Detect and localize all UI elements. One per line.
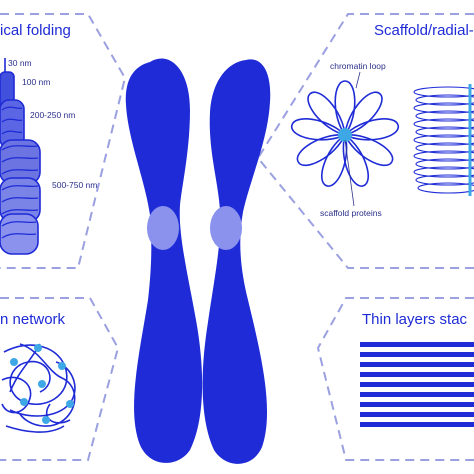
label-pointers (344, 71, 361, 207)
size-label-200nm: 200-250 nm (30, 110, 76, 120)
network-node (38, 380, 46, 388)
chromatin-loop-label: chromatin loop (330, 61, 386, 71)
petal (291, 118, 347, 141)
petal (342, 133, 369, 187)
petal (321, 133, 348, 187)
border-bottom-left (0, 297, 120, 461)
border-bottom-right (316, 297, 474, 461)
layer (360, 372, 474, 377)
size-label-30nm: 30 nm (8, 58, 32, 68)
network-node (66, 400, 74, 408)
layer (360, 412, 474, 417)
layer (360, 402, 474, 407)
network-node (10, 358, 18, 366)
fold-coils (1, 106, 39, 239)
radial-loop-side-view (413, 84, 474, 196)
centromere-right (210, 206, 242, 250)
thin-layers-illustration (360, 342, 474, 427)
network-illustration (1, 343, 76, 433)
panel-borders (0, 13, 474, 461)
layer (360, 422, 474, 427)
border-top-left (0, 13, 127, 269)
network-node (34, 344, 42, 352)
hierarchical-folding-illustration (0, 58, 41, 255)
scaffold-core (338, 128, 352, 142)
petal (343, 118, 399, 141)
size-label-100nm: 100 nm (22, 77, 51, 87)
title-bottom-right: Thin layers stac (362, 311, 468, 328)
petal (334, 80, 356, 137)
centromere-left (147, 206, 179, 250)
network-node (58, 362, 66, 370)
size-label-500nm: 500-750 nm (52, 180, 98, 190)
petal (344, 91, 383, 137)
border-top-right (256, 13, 474, 269)
network-node (20, 398, 28, 406)
petal (343, 134, 394, 167)
layer (360, 352, 474, 357)
title-top-right: Scaffold/radial- (374, 22, 474, 39)
chromatid-right (202, 59, 271, 464)
radial-loop-illustration (291, 80, 399, 187)
layer (360, 392, 474, 397)
petal (296, 134, 347, 167)
chromosome (125, 58, 271, 464)
scaffold-proteins-label: scaffold proteins (320, 208, 382, 218)
layer (360, 362, 474, 367)
network-nodes (10, 344, 74, 424)
layer (360, 342, 474, 347)
network-node (42, 416, 50, 424)
title-top-left: ical folding (0, 22, 71, 39)
chromatid-left (125, 58, 203, 463)
petal (307, 91, 346, 137)
title-bottom-left: n network (0, 311, 66, 328)
layer (360, 382, 474, 387)
